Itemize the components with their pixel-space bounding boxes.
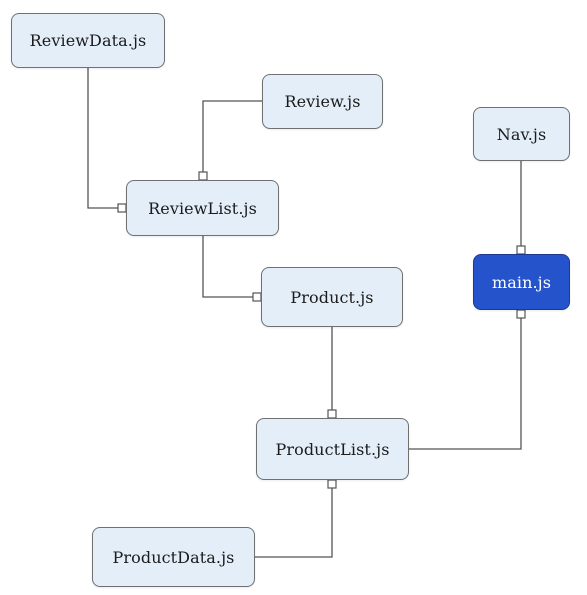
- node-nav[interactable]: Nav.js: [473, 107, 570, 161]
- port-reviewlist-left: [117, 203, 127, 213]
- node-productlist[interactable]: ProductList.js: [256, 418, 409, 480]
- node-review[interactable]: Review.js: [262, 74, 383, 129]
- port-reviewlist-top: [198, 171, 208, 181]
- port-productlist-bottom: [327, 479, 337, 489]
- port-productlist-top: [327, 409, 337, 419]
- node-reviewdata[interactable]: ReviewData.js: [11, 13, 165, 68]
- port-main-bottom: [516, 309, 526, 319]
- port-main-top: [516, 245, 526, 255]
- edge-productdata-productlist: [255, 488, 333, 558]
- port-product-left: [252, 292, 262, 302]
- edge-productlist-main: [409, 318, 522, 450]
- node-main[interactable]: main.js: [473, 254, 570, 310]
- node-productdata[interactable]: ProductData.js: [92, 527, 255, 587]
- edge-review-reviewlist: [202, 100, 262, 172]
- edge-reviewdata-reviewlist: [87, 68, 118, 209]
- node-product[interactable]: Product.js: [261, 267, 403, 327]
- edge-reviewlist-product: [202, 236, 253, 298]
- node-reviewlist[interactable]: ReviewList.js: [126, 180, 279, 236]
